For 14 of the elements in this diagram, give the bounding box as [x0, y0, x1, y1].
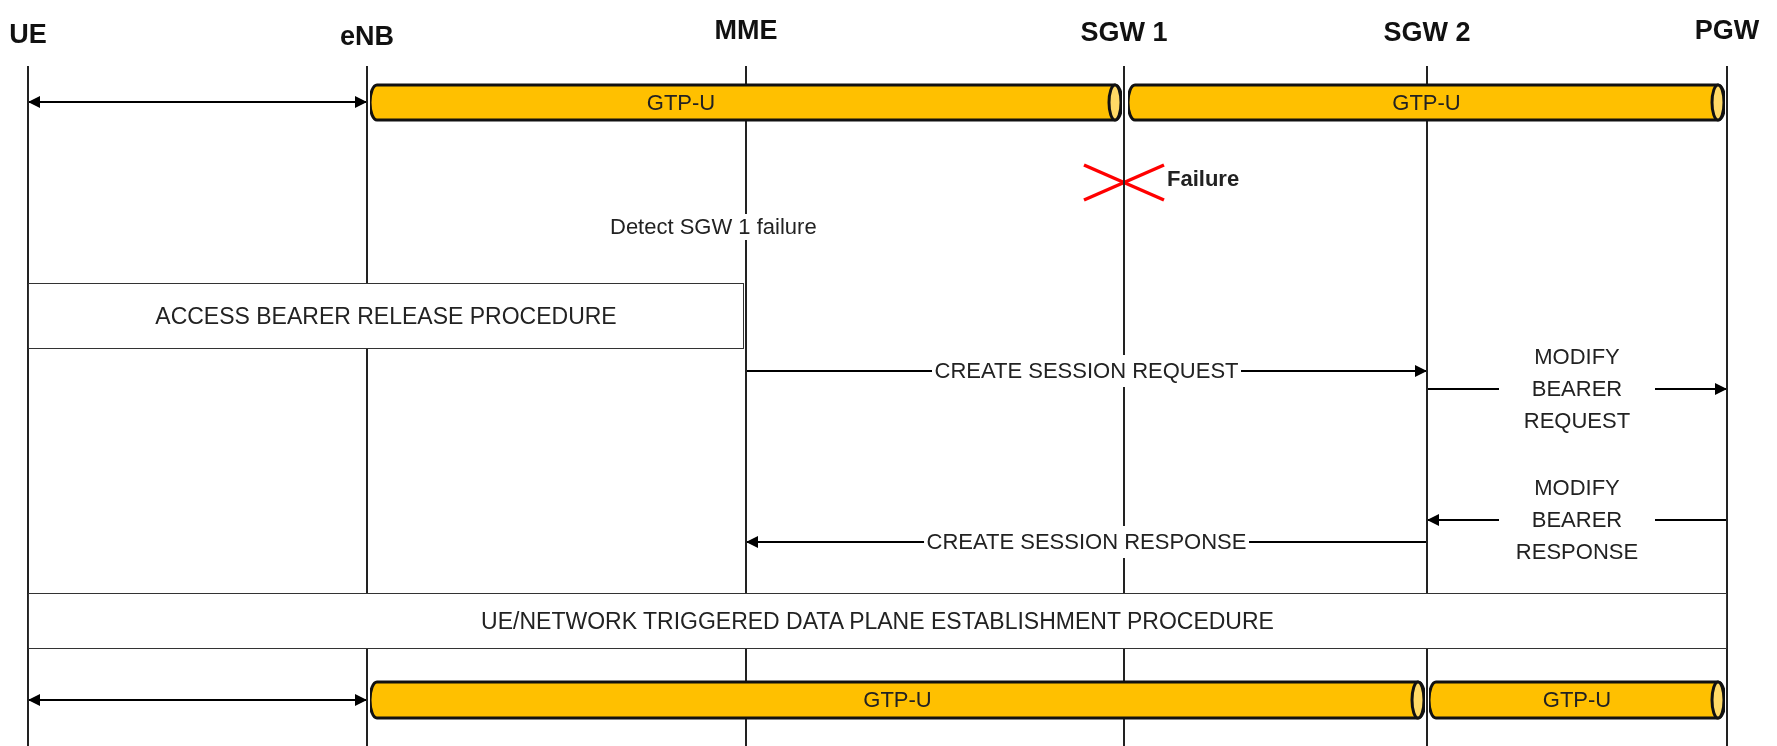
note-text: Detect SGW 1 failure: [610, 214, 817, 240]
procedure-box: ACCESS BEARER RELEASE PROCEDURE: [28, 283, 744, 349]
message-arrow: [27, 694, 368, 706]
procedure-box: UE/NETWORK TRIGGERED DATA PLANE ESTABLISHMENT PROCEDURE: [28, 593, 1727, 649]
lifeline-header: PGW: [1657, 8, 1777, 52]
tunnel-cylinder: GTP-U: [370, 83, 1122, 122]
lifeline-header: UE: [0, 12, 98, 56]
edge-label: CREATE SESSION RESPONSE: [923, 526, 1250, 558]
tunnel-cylinder: GTP-U: [1128, 83, 1725, 122]
tunnel-cylinder: GTP-U: [1429, 680, 1725, 720]
edge-label: CREATE SESSION REQUEST: [931, 355, 1242, 387]
message-arrow: [27, 96, 368, 108]
failure-label: Failure: [1167, 166, 1240, 192]
tunnel-cylinder: GTP-U: [370, 680, 1425, 720]
